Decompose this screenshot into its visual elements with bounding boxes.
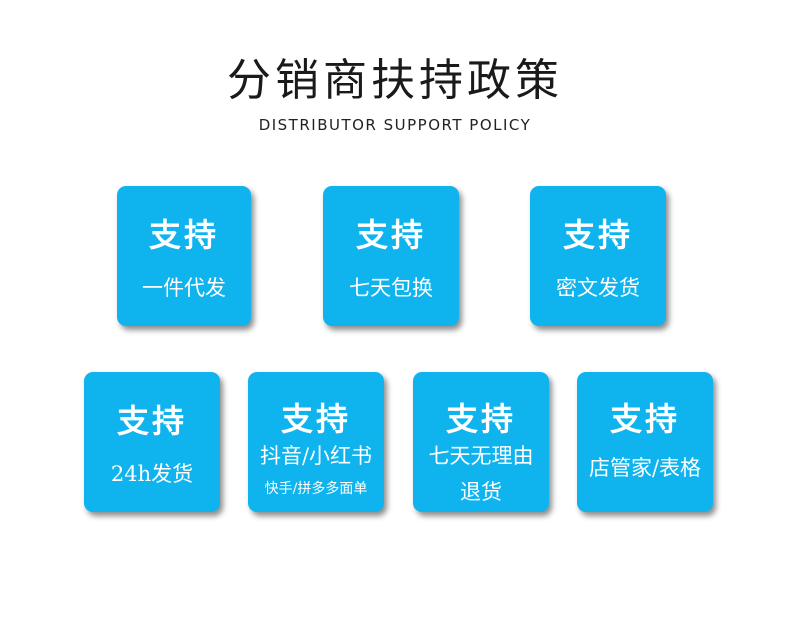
support-card-platform-waybills: 支持 抖音/小红书 快手/拼多多面单 xyxy=(248,372,384,512)
card-heading: 支持 xyxy=(148,216,219,254)
card-heading: 支持 xyxy=(355,216,426,254)
card-heading: 支持 xyxy=(609,400,680,438)
card-label: 一件代发 xyxy=(142,276,226,300)
card-heading: 支持 xyxy=(445,400,516,438)
support-card-no-reason-return: 支持 七天无理由 退货 xyxy=(413,372,549,512)
card-heading: 支持 xyxy=(116,402,187,440)
card-label: 店管家/表格 xyxy=(588,456,702,480)
card-label-second: 退货 xyxy=(460,480,502,504)
card-heading: 支持 xyxy=(280,400,351,438)
support-card-24h-shipping: 支持 24h发货 xyxy=(84,372,220,512)
card-label: 抖音/小红书 xyxy=(259,444,373,468)
card-sublabel: 快手/拼多多面单 xyxy=(264,481,368,497)
page-title: 分销商扶持政策 xyxy=(227,55,563,106)
support-card-seven-day-exchange: 支持 七天包换 xyxy=(323,186,459,326)
support-card-discreet-shipping: 支持 密文发货 xyxy=(530,186,666,326)
card-label: 密文发货 xyxy=(556,276,640,300)
page-subtitle: DISTRIBUTOR SUPPORT POLICY xyxy=(258,116,532,134)
card-heading: 支持 xyxy=(562,216,633,254)
support-card-dropshipping: 支持 一件代发 xyxy=(117,186,251,326)
card-label: 七天包换 xyxy=(349,276,433,300)
card-label: 七天无理由 xyxy=(428,444,534,468)
card-label: 24h发货 xyxy=(110,462,194,486)
support-card-order-tools: 支持 店管家/表格 xyxy=(577,372,713,512)
